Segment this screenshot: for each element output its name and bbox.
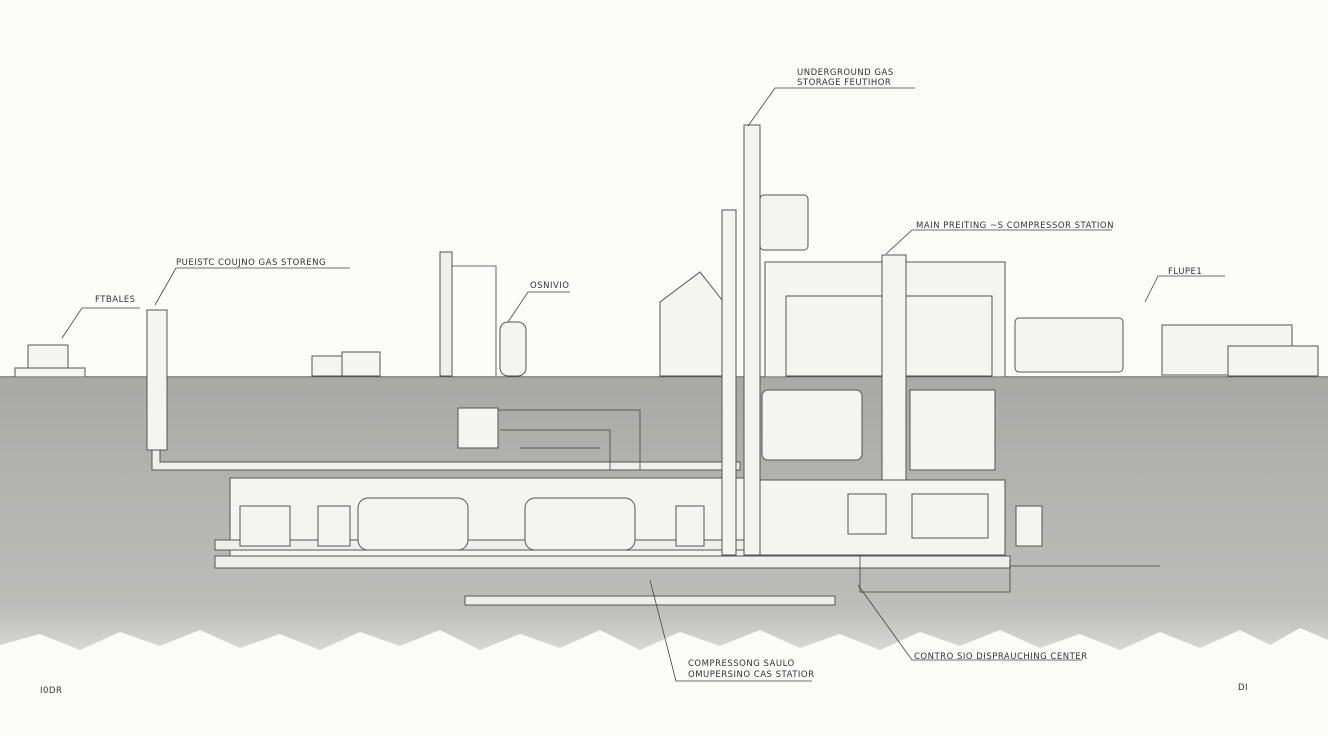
label-compressing-2: OMUPERSINO CAS STATIOR xyxy=(688,670,815,680)
compressor-hall xyxy=(214,407,1011,606)
label-storage-facility-1: UNDERGROUND GAS xyxy=(797,68,894,78)
label-storage-facility-2: STORAGE FEUTIHOR xyxy=(797,78,891,88)
leader-lines xyxy=(61,87,1225,682)
surface-equipment-right xyxy=(1014,317,1319,377)
storage-tower xyxy=(659,124,809,556)
surface-equipment-left xyxy=(14,344,381,378)
label-flupe: FLUPE1 xyxy=(1168,267,1202,277)
label-column-storage: PUEISTC COUJNO GAS STORENG xyxy=(176,258,326,268)
label-main-station: MAIN PREITING ~S COMPRESSOR STATION xyxy=(916,221,1114,231)
label-facilities: FTBALES xyxy=(95,295,136,305)
label-control-center: CONTRO SIO DISPRAUCHING CENTER xyxy=(914,652,1088,662)
corner-label-left: I0DR xyxy=(40,686,62,696)
corner-label-right: DI xyxy=(1238,683,1248,693)
label-osnivio: OSNIVIO xyxy=(530,281,569,291)
main-compressor-station xyxy=(759,254,1160,593)
label-compressing-1: COMPRESSONG SAULO xyxy=(688,659,795,669)
gas-column xyxy=(146,251,741,471)
